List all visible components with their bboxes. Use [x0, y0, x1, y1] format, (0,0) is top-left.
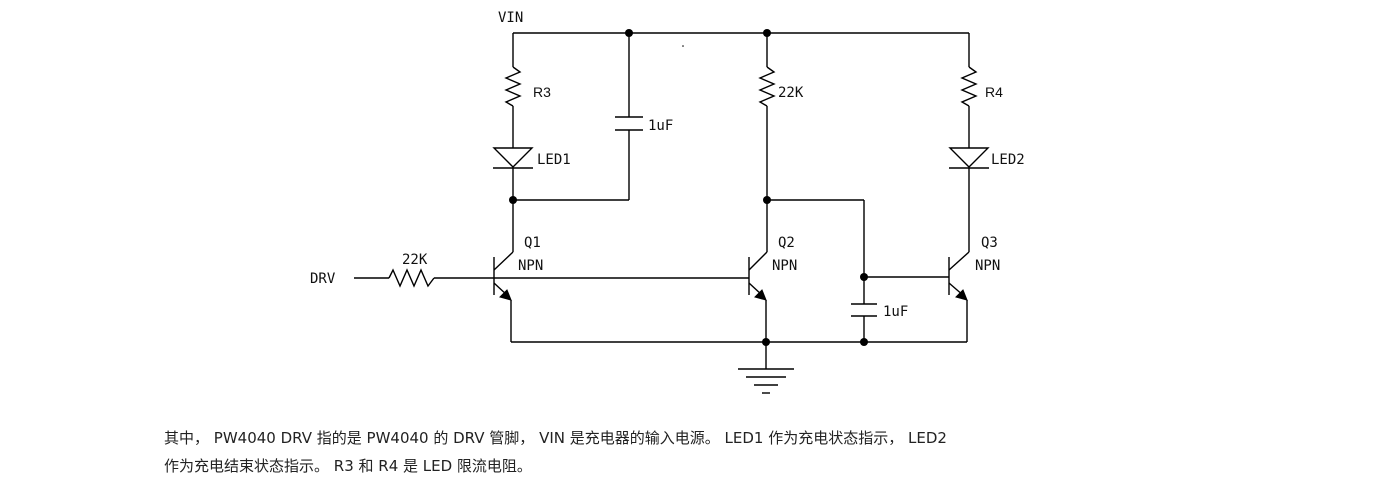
c2-label: 1uF — [883, 304, 908, 320]
led1-diode — [492, 147, 534, 200]
led2-diode — [948, 147, 990, 252]
q2-type: NPN — [772, 258, 797, 274]
q3-transistor — [948, 251, 970, 342]
ground-rail — [511, 338, 967, 369]
q2-collector-resistor — [758, 33, 865, 277]
r-q2-label: 22K — [778, 85, 804, 101]
caption: 其中， PW4040 DRV 指的是 PW4040 的 DRV 管脚， VIN … — [164, 424, 1244, 480]
vin-rail — [513, 29, 969, 37]
r3-label: R3 — [533, 84, 551, 100]
q1-transistor — [493, 200, 514, 342]
drv-label: DRV — [310, 271, 336, 287]
stray-mark — [682, 45, 684, 47]
q3-type: NPN — [975, 258, 1000, 274]
q1-label: Q1 — [524, 235, 541, 251]
r3-resistor — [504, 33, 522, 148]
q1-type: NPN — [518, 258, 543, 274]
ground-symbol-icon — [738, 368, 794, 394]
circuit-schematic: VIN R3 LED1 1uF Q1 NPN DRV 22K — [310, 10, 1025, 394]
c2-capacitor — [851, 273, 949, 346]
c1-capacitor — [509, 33, 643, 204]
led2-label: LED2 — [991, 152, 1025, 168]
caption-line-2: 作为充电结束状态指示。 R3 和 R4 是 LED 限流电阻。 — [164, 457, 532, 475]
vin-label: VIN — [498, 10, 523, 26]
r4-label: R4 — [985, 84, 1003, 100]
led1-label: LED1 — [537, 152, 571, 168]
q3-label: Q3 — [981, 235, 998, 251]
drv-resistor-label: 22K — [402, 252, 428, 268]
caption-line-1: 其中， PW4040 DRV 指的是 PW4040 的 DRV 管脚， VIN … — [164, 429, 947, 447]
q2-label: Q2 — [778, 235, 795, 251]
drv-resistor — [354, 268, 494, 288]
q2-transistor — [748, 200, 768, 342]
c1-label: 1uF — [648, 118, 673, 134]
r4-resistor — [960, 33, 978, 148]
